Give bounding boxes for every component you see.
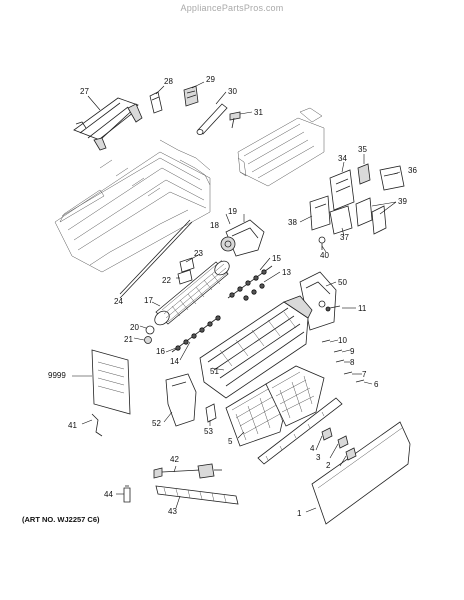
- part-9999-manual[interactable]: [91, 349, 131, 415]
- part-4-clip[interactable]: [321, 427, 333, 441]
- part-22-bearing[interactable]: [177, 269, 193, 285]
- callout-36: 36: [408, 166, 417, 175]
- part-37-bracket[interactable]: [329, 205, 353, 235]
- part-53-fitting[interactable]: [205, 403, 217, 423]
- callout-52: 52: [152, 419, 161, 428]
- callout-11: 11: [358, 304, 367, 313]
- part-35-clip[interactable]: [357, 163, 371, 185]
- callout-6: 6: [374, 380, 379, 389]
- part-8-screw[interactable]: [335, 359, 345, 363]
- callout-10: 10: [338, 336, 347, 345]
- callout-28: 28: [164, 77, 173, 86]
- part-2-clip[interactable]: [345, 447, 357, 461]
- callout-31: 31: [254, 108, 263, 117]
- part-20-bearing[interactable]: [145, 325, 155, 335]
- part-9-screw[interactable]: [333, 349, 343, 353]
- part-36-sensor[interactable]: [379, 165, 405, 191]
- part-27-mounting-bracket[interactable]: [73, 97, 143, 151]
- part-17-blower-wheel[interactable]: [152, 258, 232, 327]
- chassis-base-pan: [54, 139, 211, 273]
- part-38-bracket[interactable]: [309, 195, 331, 231]
- callout-4: 4: [310, 444, 315, 453]
- lower-rail: [257, 397, 343, 465]
- part-18-motor[interactable]: [220, 236, 236, 252]
- evaporator-housing: [237, 107, 325, 187]
- callout-9: 9: [350, 347, 355, 356]
- callout-24: 24: [114, 297, 123, 306]
- callout-30: 30: [228, 87, 237, 96]
- part-1-front-panel[interactable]: [311, 421, 411, 525]
- part-23-bearing[interactable]: [179, 257, 195, 273]
- callout-13: 13: [282, 268, 291, 277]
- callout-1: 1: [297, 509, 302, 518]
- callout-labels: 1234567891011131415161718192021222324272…: [48, 75, 417, 518]
- part-3-clip[interactable]: [337, 435, 349, 449]
- callout-17: 17: [144, 296, 153, 305]
- callout-50: 50: [338, 278, 347, 287]
- callout-16: 16: [156, 347, 165, 356]
- callout-8: 8: [350, 358, 355, 367]
- callout-9999: 9999: [48, 371, 66, 380]
- part-24-rod[interactable]: [119, 219, 193, 297]
- callout-34: 34: [338, 154, 347, 163]
- part-13-screws[interactable]: [243, 283, 265, 301]
- callout-2: 2: [326, 461, 331, 470]
- callout-42: 42: [170, 455, 179, 464]
- callout-38: 38: [288, 218, 297, 227]
- part-51-front-frame[interactable]: [199, 295, 313, 399]
- part-40-pin[interactable]: [318, 236, 326, 250]
- part-29-clip[interactable]: [183, 85, 199, 107]
- callout-5: 5: [228, 437, 233, 446]
- part-41-wire-clip[interactable]: [91, 413, 103, 437]
- callout-19: 19: [228, 207, 237, 216]
- part-34-bracket[interactable]: [329, 169, 355, 211]
- part-28-clip[interactable]: [149, 91, 163, 114]
- callout-22: 22: [162, 276, 171, 285]
- callout-23: 23: [194, 249, 203, 258]
- part-5-air-filter[interactable]: [225, 365, 325, 447]
- callout-7: 7: [362, 370, 367, 379]
- part-30-drain-tube[interactable]: [196, 103, 228, 135]
- callout-29: 29: [206, 75, 215, 84]
- part-43-louver[interactable]: [155, 485, 239, 505]
- callout-14: 14: [170, 357, 179, 366]
- callout-40: 40: [320, 251, 329, 260]
- callout-39: 39: [398, 197, 407, 206]
- callout-21: 21: [124, 335, 133, 344]
- callout-27: 27: [80, 87, 89, 96]
- callout-44: 44: [104, 490, 113, 499]
- part-44-small-part[interactable]: [123, 485, 131, 503]
- callout-35: 35: [358, 145, 367, 154]
- art-number: (ART NO. WJ2257 C6): [22, 515, 100, 524]
- part-15-screws[interactable]: [227, 265, 273, 299]
- part-52-side-cover[interactable]: [165, 373, 197, 427]
- site-watermark: AppliancePartsPros.com: [180, 3, 284, 13]
- callout-51: 51: [210, 367, 219, 376]
- part-39-brackets[interactable]: [355, 197, 387, 235]
- part-7-screw[interactable]: [343, 371, 353, 375]
- callout-37: 37: [340, 233, 349, 242]
- part-31-screw[interactable]: [229, 111, 241, 129]
- leader-lines: [72, 81, 401, 513]
- callout-18: 18: [210, 221, 219, 230]
- callout-15: 15: [272, 254, 281, 263]
- callout-53: 53: [204, 427, 213, 436]
- callout-41: 41: [68, 421, 77, 430]
- part-21-bushing[interactable]: [144, 336, 152, 344]
- callout-3: 3: [316, 453, 321, 462]
- part-11-screw[interactable]: [325, 305, 341, 312]
- part-16-screws[interactable]: [171, 315, 221, 353]
- part-6-screw[interactable]: [355, 379, 365, 383]
- part-10-screw[interactable]: [321, 339, 331, 343]
- callout-20: 20: [130, 323, 139, 332]
- part-42-wire-harness[interactable]: [153, 463, 222, 479]
- part-19-motor-cover[interactable]: [225, 219, 265, 257]
- callout-43: 43: [168, 507, 177, 516]
